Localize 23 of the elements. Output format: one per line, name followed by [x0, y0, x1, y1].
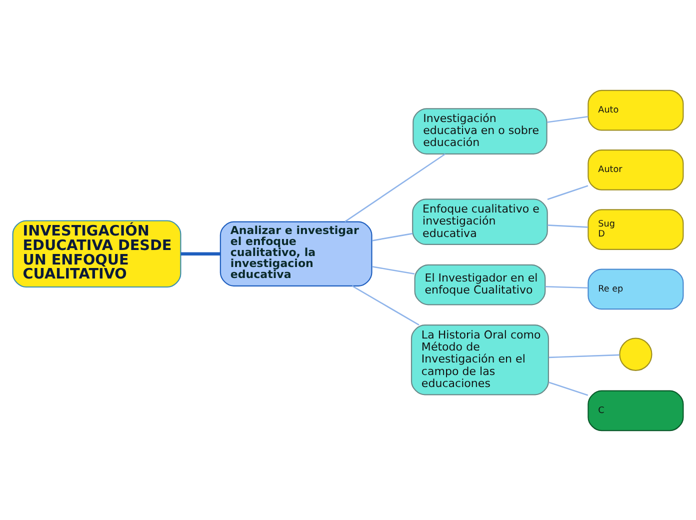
connector: [344, 152, 446, 222]
connector: [548, 224, 588, 228]
node-box: Investigación educativa en o sobre educación: [412, 108, 548, 154]
connector: [372, 265, 415, 274]
node-box: La Historia Oral como Método de Investigación en el campo de las educaciones: [410, 324, 549, 395]
connector: [180, 252, 220, 256]
node-box: Sug D: [588, 208, 684, 250]
node-box: Analizar e investigar el enfoque cualitativo, la investigacion educativa: [220, 220, 372, 286]
connector: [548, 354, 620, 358]
node-box: Auto: [588, 89, 684, 130]
node-circle: [619, 337, 652, 370]
connector: [547, 184, 588, 200]
node-box: INVESTIGACIÓN EDUCATIVA DESDE UN ENFOQUE CUALITATIVO: [12, 220, 182, 288]
node-box: Enfoque cualitativo e investigación educativa: [412, 198, 548, 245]
connector: [547, 116, 588, 122]
node-box: Autor: [588, 149, 684, 190]
connector: [352, 284, 420, 326]
connector: [372, 232, 413, 241]
node-box: Re ep: [588, 268, 684, 310]
connector: [548, 381, 588, 396]
node-box: El Investigador en el enfoque Cualitativo: [414, 264, 546, 305]
connector: [545, 285, 588, 288]
node-box: C: [588, 390, 684, 431]
